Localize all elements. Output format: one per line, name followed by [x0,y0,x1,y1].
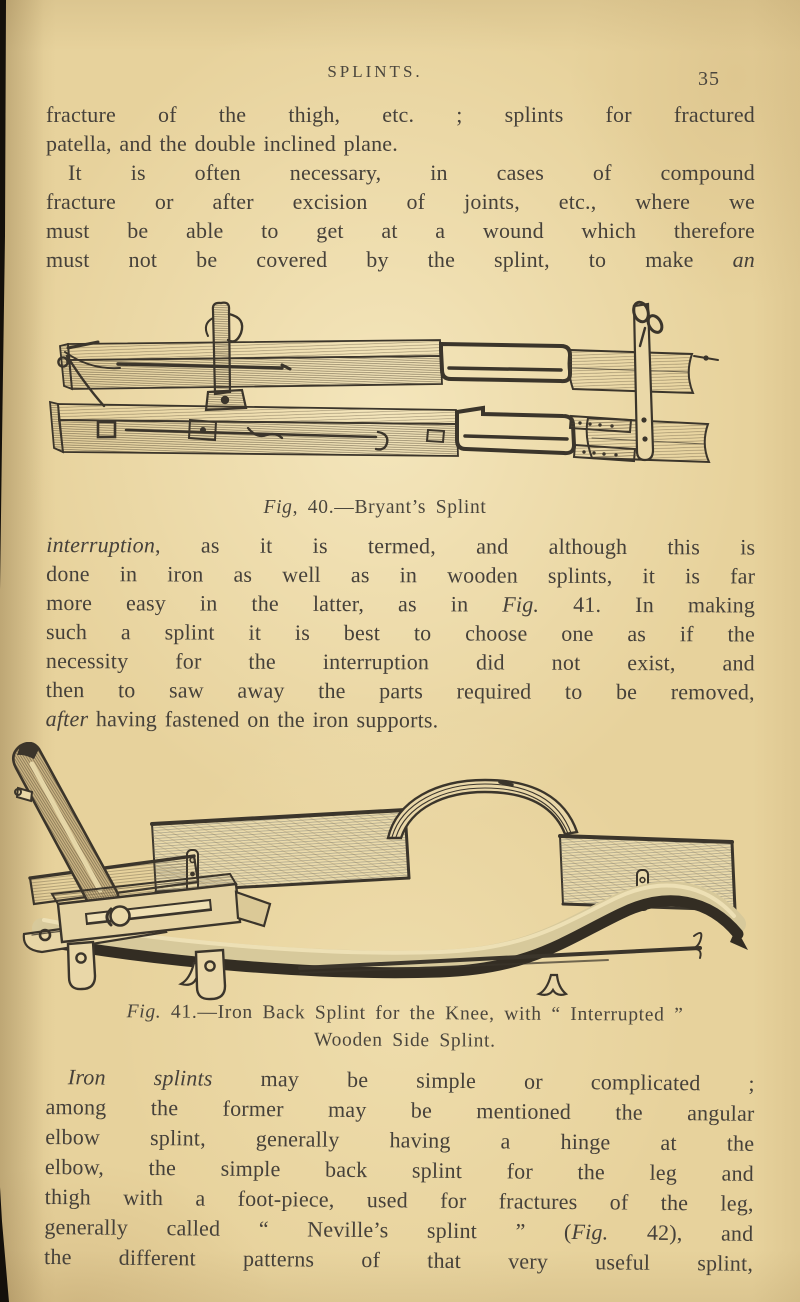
book-binding-edge-top [0,0,6,590]
text-line: patella, and the double inclined plane. [46,131,398,156]
paragraph-interruption: interruption, as it is termed, and altho… [46,530,756,735]
text-line: then to saw away the parts required to b… [45,676,755,705]
paragraph-fracture-thigh: fracture of the thigh, etc. ; splints fo… [46,100,755,158]
figure-caption-line: Fig. 41.—Iron Back Splint for the Knee, … [126,1001,684,1026]
text-line: more easy in the latter, as in Fig. 41. … [46,590,756,618]
gutter-shadow [0,0,44,1302]
text-line: interruption, as it is termed, and altho… [46,532,756,560]
figure-41-caption: Fig. 41.—Iron Back Splint for the Knee, … [40,998,770,1056]
text-line: fracture of the thigh, etc. ; splints fo… [46,102,755,127]
text-line: done in iron as well as in wooden splint… [46,561,756,589]
text-line: It is often necessary, in cases of compo… [68,160,755,185]
page-number: 35 [698,68,720,90]
text-line: after having fastened on the iron suppor… [45,705,439,733]
figure-caption-line: Wooden Side Splint. [313,1029,496,1052]
text-line: such a splint it is best to choose one a… [45,619,756,647]
text-line: fracture or after excision of joints, et… [46,189,755,214]
text-line: the different patterns of that very usef… [44,1243,754,1276]
paragraph-often-necessary: It is often necessary, in cases of compo… [46,158,755,274]
figure-40-caption: Fig, 40.—Bryant’s Splint [46,494,704,521]
figure-40-bryants-splint-illustration [48,300,719,464]
text-line: must be able to get at a wound which the… [46,218,755,243]
figure-41-iron-back-splint-illustration [11,742,748,1001]
engraving-strokes-fig40 [48,300,719,464]
text-line: necessity for the interruption did not e… [45,647,755,676]
engraving-strokes-fig41 [11,742,748,1001]
running-header: SPLINTS. [327,62,423,81]
paragraph-iron-splints: Iron splints may be simple or complicate… [44,1062,755,1279]
figure-caption-line: Fig, 40.—Bryant’s Splint [263,497,487,518]
text-line: must not be covered by the splint, to ma… [46,247,755,272]
